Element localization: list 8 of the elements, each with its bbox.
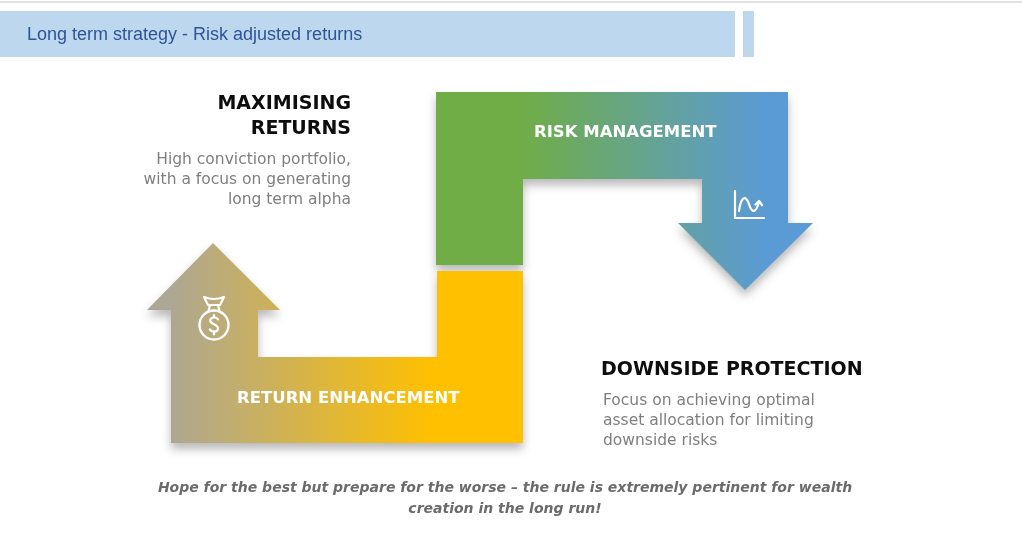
- arrow-label: RISK MANAGEMENT: [534, 122, 718, 142]
- heading: DOWNSIDE PROTECTION: [601, 356, 864, 381]
- caption: Hope for the best but prepare for the worse – the rule is extremely pertinent for wealth creation in the long run!: [157, 478, 853, 518]
- description: Focus on achieving optimal asset allocation for limiting downside risks: [603, 390, 816, 450]
- title: Long term strategy - Risk adjusted returns: [27, 23, 363, 45]
- heading: MAXIMISING RETURNS: [216, 90, 351, 140]
- description: High conviction portfolio, with a focus on generating long term alpha: [142, 149, 351, 209]
- arrow-label: RETURN ENHANCEMENT: [237, 388, 461, 408]
